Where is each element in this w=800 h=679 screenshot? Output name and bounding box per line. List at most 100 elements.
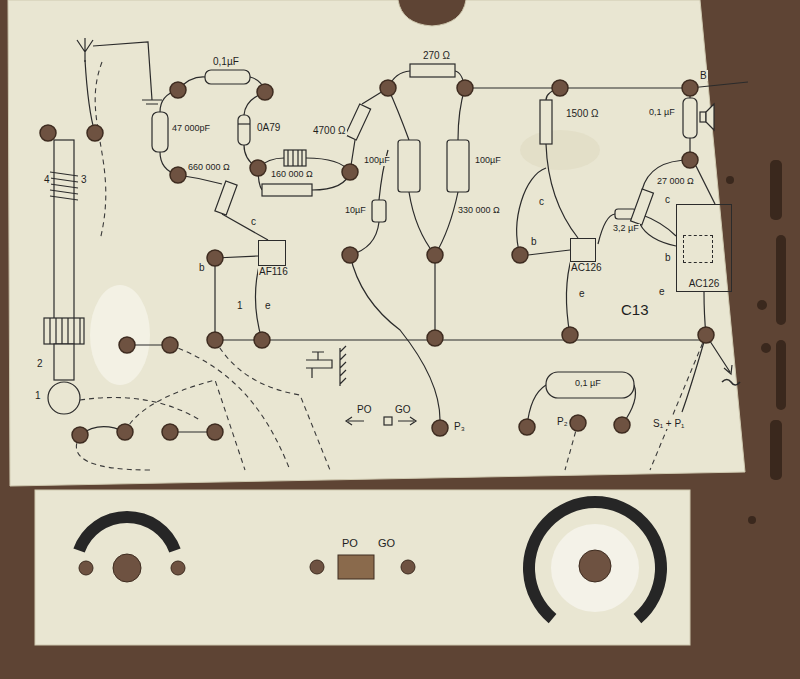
- component-label: 270 Ω: [422, 50, 451, 61]
- solder-hole: [254, 332, 270, 348]
- wiring: [528, 250, 570, 255]
- wiring: [77, 38, 748, 435]
- component-label: P₃: [453, 421, 466, 432]
- bottom-card: [35, 490, 690, 645]
- ground-symbol: [306, 346, 346, 386]
- ground-symbol: [306, 352, 332, 378]
- bottom-card: [35, 490, 690, 645]
- dashed-wiring: [125, 380, 245, 470]
- component-label: 660 000 Ω: [187, 163, 231, 173]
- solder-hole: [162, 424, 178, 440]
- component-label: b: [198, 262, 206, 273]
- solder-hole: [682, 80, 698, 96]
- solder-hole: [562, 327, 578, 343]
- component-label: c: [250, 216, 257, 227]
- component-label: 0,1 µF: [648, 108, 676, 118]
- component-label: b: [664, 252, 672, 263]
- solder-hole: [72, 427, 88, 443]
- parts: [152, 112, 168, 152]
- component-label: 100µF: [474, 156, 502, 166]
- top-card: [8, 0, 745, 486]
- solder-hole: [614, 417, 630, 433]
- solder-hole: [698, 327, 714, 343]
- solder-holes: [40, 80, 714, 443]
- solder-hole: [519, 419, 535, 435]
- parts: [706, 104, 714, 130]
- component-label: 1500 Ω: [565, 108, 600, 119]
- component-label: c: [664, 194, 671, 205]
- solder-hole: [207, 250, 223, 266]
- component-label: 1: [236, 300, 244, 311]
- bottom-card: [579, 550, 611, 582]
- board: [776, 235, 786, 325]
- dashed-wiring: [80, 398, 200, 421]
- component-label: 0A79: [256, 122, 281, 133]
- wiring: [722, 380, 740, 386]
- component-label: 3,2 µF: [612, 224, 640, 234]
- board: [757, 300, 767, 310]
- component-label: 3: [80, 174, 88, 185]
- dashed-wiring: [76, 62, 706, 470]
- board: [776, 340, 786, 410]
- component-label: 0,1µF: [212, 56, 240, 67]
- component-label: 2: [36, 358, 44, 369]
- component-label: P₂: [556, 416, 569, 427]
- component-label: 27 000 Ω: [656, 177, 695, 187]
- bottom-card: [79, 561, 93, 575]
- parts: [447, 140, 469, 192]
- parts: [152, 64, 714, 398]
- transistor-case: [258, 240, 286, 266]
- component-label: 160 000 Ω: [270, 170, 314, 180]
- component-label: S₁ + P₁: [652, 418, 685, 429]
- wiring: [384, 417, 392, 425]
- component-label: 100µF: [363, 156, 391, 166]
- wiring: [93, 42, 162, 104]
- parts: [546, 372, 634, 398]
- ferrite-coil: [44, 318, 84, 344]
- part-name: AF116: [258, 266, 289, 277]
- component-label: C13: [620, 302, 650, 319]
- wiring: [80, 345, 215, 435]
- wiring: [696, 166, 715, 204]
- component-label: 330 000 Ω: [457, 206, 501, 216]
- solder-hole: [552, 80, 568, 96]
- solder-hole: [570, 415, 586, 431]
- component-label: 47 000pF: [171, 124, 211, 134]
- ferrite-coil: [50, 318, 80, 344]
- solder-hole: [170, 82, 186, 98]
- bottom-card: [338, 555, 374, 579]
- dashed-wiring: [76, 435, 150, 470]
- solder-hole: [342, 164, 358, 180]
- top-card: [90, 285, 150, 385]
- wiring: [517, 168, 546, 255]
- part-name: AC126: [570, 262, 603, 273]
- transistor-case: [570, 238, 596, 262]
- solder-hole: [207, 424, 223, 440]
- parts: [215, 181, 237, 215]
- parts: [700, 112, 706, 122]
- component-label: e: [578, 288, 586, 299]
- dashed-wiring: [170, 345, 290, 470]
- solder-hole: [342, 247, 358, 263]
- ground-symbol: [340, 346, 346, 386]
- parts: [288, 150, 302, 166]
- ferrite-coil: [48, 382, 80, 414]
- component-label: 1: [34, 390, 42, 401]
- transistor-case: [683, 235, 713, 263]
- board: [726, 176, 734, 184]
- solder-hole: [512, 247, 528, 263]
- ferrite-coil: [54, 344, 74, 380]
- parts: [631, 189, 654, 225]
- part-name: AC126: [688, 278, 721, 289]
- solder-hole: [380, 80, 396, 96]
- solder-hole: [457, 80, 473, 96]
- board: [748, 516, 756, 524]
- component-label: 0,1 µF: [574, 379, 602, 389]
- bottom-card: [523, 496, 667, 623]
- parts: [284, 150, 306, 166]
- wiring: [388, 88, 435, 255]
- bottom-card: [113, 554, 141, 582]
